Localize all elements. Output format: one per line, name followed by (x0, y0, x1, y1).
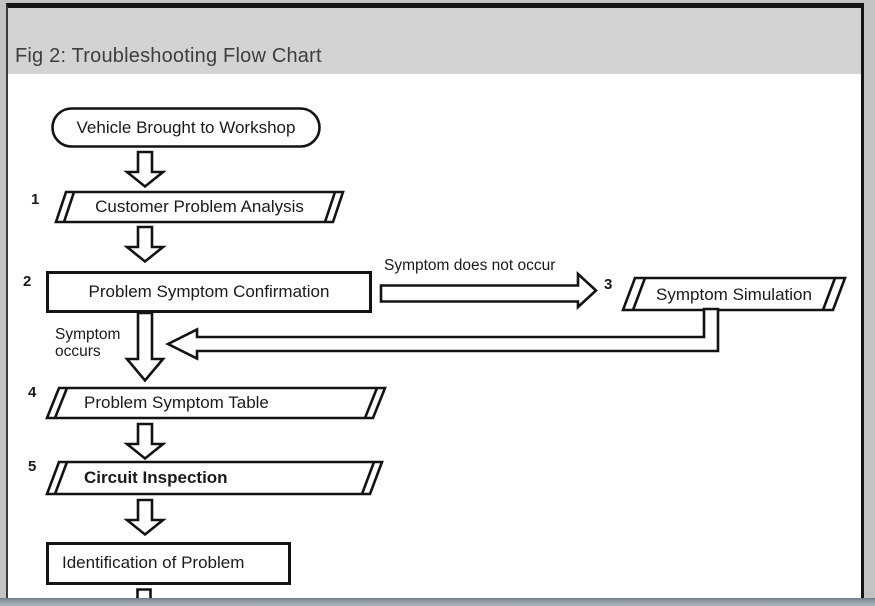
node-problem-symptom-confirmation (46, 271, 372, 313)
step-number-5: 5 (28, 458, 37, 475)
node-3-inner-slashes (631, 277, 837, 311)
node-start-terminator (51, 107, 321, 148)
label-step-2: Problem Symptom Confirmation (88, 282, 330, 301)
arrow-down-symptom-occurs (124, 311, 166, 383)
label-start: Vehicle Brought to Workshop (76, 118, 296, 137)
label-step-3: Symptom Simulation (656, 285, 812, 304)
label-symptom-occurs: Symptom occurs (55, 326, 121, 360)
arrow-down-5 (123, 498, 167, 537)
figure-header-band: Fig 2: Troubleshooting Flow Chart (8, 8, 861, 74)
step-number-2: 2 (23, 273, 32, 290)
node-4-inner-slashes (53, 387, 379, 419)
node-1-inner-slashes (62, 191, 337, 223)
label-step-1: Customer Problem Analysis (95, 197, 304, 216)
label-symptom-does-not-occur: Symptom does not occur (384, 257, 556, 274)
step-number-4: 4 (28, 384, 37, 401)
node-symptom-simulation (621, 276, 847, 312)
node-customer-problem-analysis (54, 190, 345, 224)
bottom-window-edge-bar (0, 598, 875, 606)
arrow-down-2 (123, 225, 167, 264)
node-circuit-inspection (45, 460, 384, 496)
label-step-4: Problem Symptom Table (84, 393, 269, 412)
arrow-down-4 (123, 422, 167, 461)
node-5-inner-slashes (53, 461, 376, 495)
step-number-3: 3 (604, 276, 613, 293)
step-number-1: 1 (31, 191, 40, 208)
node-problem-symptom-table (45, 386, 387, 420)
arrow-down-1 (123, 150, 167, 189)
label-step-5: Circuit Inspection (84, 468, 228, 487)
arrow-right-symptom-does-not-occur (379, 271, 598, 310)
label-end: Identification of Problem (62, 553, 245, 572)
figure-title: Fig 2: Troubleshooting Flow Chart (15, 45, 322, 67)
node-identification-of-problem (46, 542, 291, 585)
arrow-return-from-symptom-simulation (165, 307, 720, 361)
